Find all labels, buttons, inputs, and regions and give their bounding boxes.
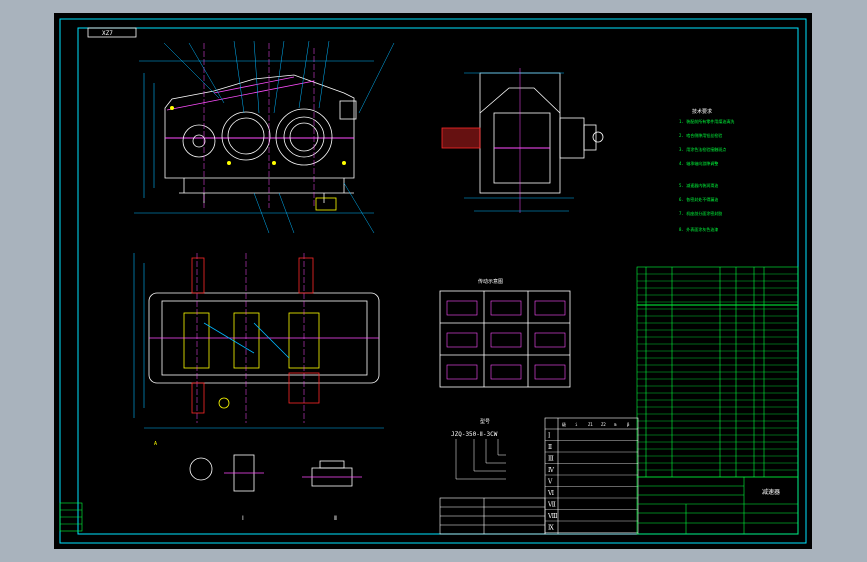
outer-border [59,18,807,544]
ratio-table-rows: 级 i Z1 Z2 m βⅠ Ⅱ Ⅲ Ⅳ Ⅴ Ⅵ Ⅶ Ⅷ Ⅸ [545,421,638,533]
section-label-left: Ⅰ [242,515,244,522]
side-view [441,68,604,213]
lower-left-table [439,497,546,535]
detail-views [189,454,362,492]
front-view [134,40,395,234]
ratio-header: Z2 [601,422,606,427]
cad-viewport[interactable]: XZ7 [54,13,812,549]
ratio-row-label: Ⅸ [548,525,554,532]
ratio-row-label: Ⅳ [548,467,555,474]
ratio-row-label: Ⅲ [548,456,554,463]
ratio-header: m [614,422,617,427]
tech-req-line: 5. 减速器内装润滑油 [679,182,718,188]
ratio-row-label: Ⅶ [547,502,556,509]
model-marker: 型号 [480,418,490,425]
tech-req-list: 1. 装配前所有零件用煤油清洗 2. 啮合侧隙用铅丝检验 3. 用涂色法检验接触… [679,118,734,232]
product-code: JZQ-350-Ⅱ-3CW [451,431,498,438]
ratio-row-label: Ⅷ [547,513,558,520]
tech-req-title: 技术要求 [692,108,712,115]
tech-req-line: 8. 外表面涂灰色油漆 [679,226,718,232]
tech-req-line: 1. 装配前所有零件用煤油清洗 [679,118,734,124]
tech-req-line: 2. 啮合侧隙用铅丝检验 [679,132,722,138]
title-block [636,476,799,535]
title-tab [87,27,137,38]
tech-req-line: 4. 轴承轴向游隙调整 [679,160,718,166]
ratio-table [544,417,639,535]
gear-layout-title: 传动示意图 [478,278,503,285]
ratio-row-label: Ⅴ [547,479,553,486]
ratio-row-label: Ⅱ [548,444,552,451]
ratio-header: Z1 [588,422,593,427]
ratio-header: i [575,422,578,427]
revision-strip [59,502,83,532]
view-marker-a: A [154,441,157,447]
title-block-name: 减速器 [762,488,780,496]
gear-layout-grid [439,290,571,388]
tech-req-line: 3. 用涂色法检验接触斑点 [679,146,726,152]
section-label-right: Ⅱ [334,515,337,522]
ratio-header: β [627,422,630,427]
tech-req-line: 7. 机座剖分面涂密封胶 [679,210,722,216]
tech-req-line: 6. 各密封处不得漏油 [679,196,718,202]
title-tab-text: XZ7 [102,30,113,37]
plan-view [133,253,384,429]
gear-layout-cells [446,300,566,380]
ratio-header: 级 [562,421,566,427]
ratio-row-label: Ⅵ [547,490,554,497]
drawing-sheet: XZ7 [59,18,807,544]
parts-list-rows [637,273,798,471]
ratio-row-label: Ⅰ [548,433,551,440]
product-code-leaders [455,439,506,480]
